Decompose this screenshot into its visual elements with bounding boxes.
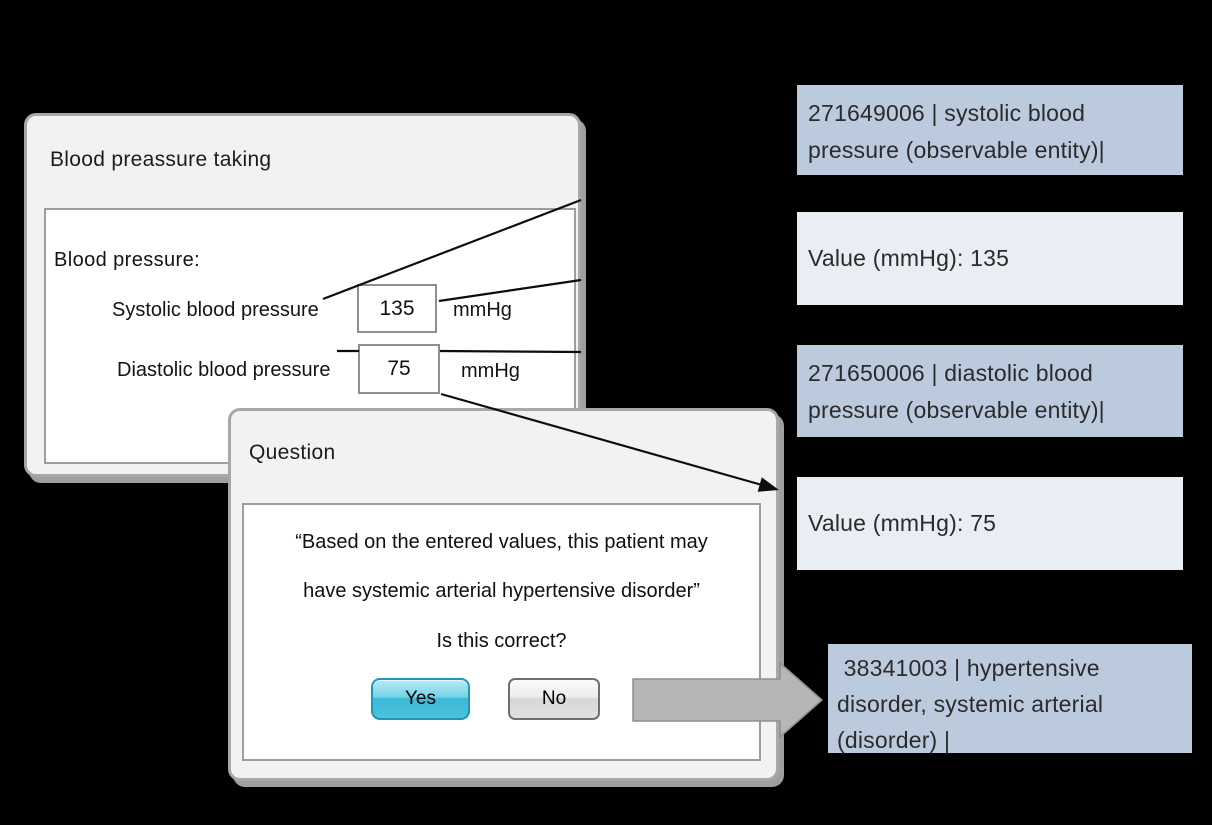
diastolic-input[interactable]: 75	[358, 344, 440, 394]
annotation-text: pressure (observable entity)|	[808, 137, 1105, 163]
annotation-text: 271649006 | systolic blood	[808, 100, 1086, 126]
annotation-text: 271650006 | diastolic blood	[808, 360, 1094, 386]
blood-pressure-section-label: Blood pressure:	[54, 249, 201, 271]
blood-pressure-window-title: Blood preassure taking	[50, 148, 272, 171]
annotation-text: disorder, systemic arterial	[837, 691, 1104, 717]
question-message-line1: “Based on the entered values, this patie…	[295, 531, 708, 553]
annotation-diastolic-value: Value (mmHg): 75	[797, 477, 1183, 570]
question-prompt: Is this correct?	[436, 630, 567, 652]
annotation-text: pressure (observable entity)|	[808, 397, 1105, 423]
systolic-label: Systolic blood pressure	[112, 299, 319, 321]
diastolic-label: Diastolic blood pressure	[117, 359, 331, 381]
question-dialog-title: Question	[249, 441, 336, 464]
diastolic-unit-label: mmHg	[461, 360, 520, 382]
systolic-input[interactable]: 135	[357, 284, 437, 333]
annotation-systolic-value: Value (mmHg): 135	[797, 212, 1183, 305]
question-message-line2: have systemic arterial hypertensive diso…	[303, 580, 700, 602]
annotation-text: Value (mmHg): 135	[808, 245, 1010, 271]
yes-button[interactable]: Yes	[371, 678, 470, 720]
annotation-diastolic-concept: 271650006 | diastolic blood pressure (ob…	[797, 345, 1183, 437]
annotation-text: 38341003 | hypertensive	[837, 655, 1100, 681]
annotation-text: (disorder) |	[837, 727, 951, 753]
annotation-disorder-concept: 38341003 | hypertensive disorder, system…	[828, 644, 1192, 753]
no-button[interactable]: No	[508, 678, 600, 720]
systolic-unit-label: mmHg	[453, 299, 512, 321]
annotation-text: Value (mmHg): 75	[808, 510, 997, 536]
annotation-systolic-concept: 271649006 | systolic blood pressure (obs…	[797, 85, 1183, 175]
